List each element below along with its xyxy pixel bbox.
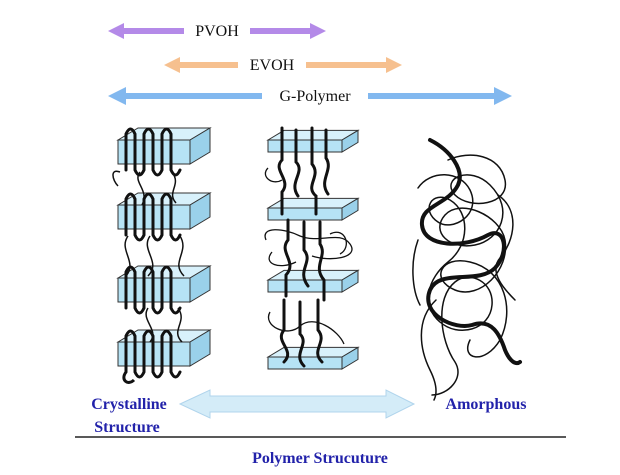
tie-chain (137, 171, 145, 206)
tie-chain (145, 307, 154, 343)
tie-chain (178, 235, 185, 277)
chain-segment (298, 300, 306, 368)
chain-segment (310, 126, 318, 216)
lamella-block (116, 127, 212, 165)
tie-chain (146, 235, 154, 277)
g-polymer-range-arrow: G-Polymer (108, 84, 512, 106)
amorphous-label: Amorphous (446, 396, 527, 413)
chain-segment (293, 128, 301, 198)
chain-segment (283, 218, 292, 298)
amorphous-structure-drawing (412, 138, 522, 401)
chain-end (122, 371, 136, 384)
amorphous-loop (329, 231, 347, 255)
chain-segment (323, 128, 330, 196)
chain-fold (124, 192, 182, 242)
chain-segment (277, 126, 287, 216)
chain-fold (124, 127, 182, 177)
crystalline-label-line2: Structure (94, 419, 159, 436)
tie-chain (171, 171, 177, 204)
semi-crystalline-structure-drawing (264, 126, 360, 370)
crystalline-structure-drawing (112, 127, 212, 384)
amorphous-loop (268, 251, 297, 267)
lamella-block (116, 265, 212, 303)
evoh-range-arrow: EVOH (164, 53, 402, 75)
g-polymer-label: G-Polymer (279, 88, 351, 105)
lamella-block (266, 269, 360, 293)
chain-segment (279, 298, 290, 364)
chain-segment (317, 220, 326, 302)
crystalline-label-line1: Crystalline (91, 396, 167, 413)
amorphous-loop (264, 229, 353, 260)
evoh-label: EVOH (250, 57, 295, 74)
lamella-block (116, 192, 212, 230)
pvoh-range-arrow: PVOH (108, 19, 326, 41)
pvoh-label: PVOH (195, 23, 239, 40)
chain-segment (302, 220, 310, 288)
chain-segment (316, 298, 324, 364)
amorphous-loop (267, 311, 345, 345)
lamella-block (266, 346, 360, 370)
tie-chain (176, 307, 183, 343)
lamella-block (116, 329, 212, 367)
chain-fold (124, 265, 182, 315)
tie-chain (124, 235, 131, 277)
crystalline-amorphous-spectrum-arrow (178, 389, 416, 419)
tie-chain (112, 170, 121, 187)
polymer-structure-caption: Polymer Strucuture (252, 450, 388, 467)
amorphous-loop (264, 167, 283, 183)
